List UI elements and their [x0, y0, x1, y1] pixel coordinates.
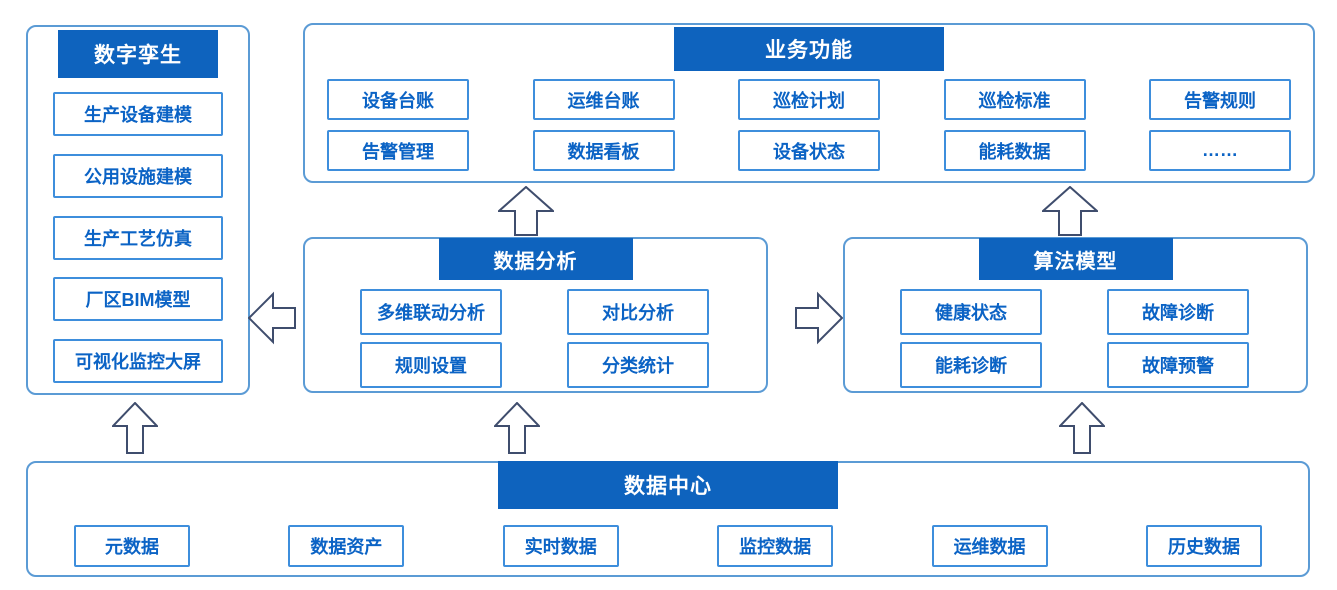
- business-function-item: 巡检计划: [738, 79, 880, 120]
- data-center-item: 元数据: [74, 525, 190, 567]
- panel-title-algorithm-model: 算法模型: [978, 238, 1173, 280]
- digital-twin-items: 生产设备建模 公用设施建模 生产工艺仿真 厂区BIM模型 可视化监控大屏: [28, 92, 248, 383]
- business-function-item: 告警管理: [327, 130, 469, 171]
- data-analysis-item: 分类统计: [567, 342, 709, 388]
- data-analysis-item: 规则设置: [360, 342, 502, 388]
- algorithm-model-items: 健康状态 故障诊断 能耗诊断 故障预警: [900, 289, 1249, 388]
- data-center-item: 实时数据: [502, 525, 619, 567]
- arrow-up-icon: [112, 402, 158, 454]
- business-function-item: 能耗数据: [943, 130, 1086, 171]
- panel-business-functions: 业务功能 设备台账 运维台账 巡检计划 巡检标准 告警规则 告警管理 数据看板 …: [303, 23, 1315, 183]
- data-center-items: 元数据 数据资产 实时数据 监控数据 运维数据 历史数据: [74, 525, 1262, 567]
- data-analysis-item: 对比分析: [567, 289, 709, 335]
- digital-twin-item: 生产工艺仿真: [53, 215, 223, 260]
- business-function-item: 巡检标准: [943, 79, 1086, 120]
- data-center-item: 运维数据: [931, 525, 1048, 567]
- data-analysis-item: 多维联动分析: [360, 289, 502, 335]
- algorithm-model-item: 故障预警: [1107, 342, 1249, 388]
- panel-data-center: 数据中心 元数据 数据资产 实时数据 监控数据 运维数据 历史数据: [26, 461, 1310, 577]
- arrow-up-icon: [1042, 186, 1098, 236]
- arrow-right-icon: [795, 289, 843, 347]
- panel-data-analysis: 数据分析 多维联动分析 对比分析 规则设置 分类统计: [303, 237, 768, 393]
- data-analysis-items: 多维联动分析 对比分析 规则设置 分类统计: [360, 289, 709, 388]
- business-function-item: 数据看板: [532, 130, 675, 171]
- business-function-item: 设备状态: [738, 130, 880, 171]
- arrow-up-icon: [498, 186, 554, 236]
- business-function-item: ……: [1149, 130, 1291, 171]
- digital-twin-item: 公用设施建模: [53, 153, 223, 198]
- algorithm-model-item: 故障诊断: [1107, 289, 1249, 335]
- digital-twin-item: 厂区BIM模型: [53, 277, 223, 322]
- business-function-item: 运维台账: [532, 79, 675, 120]
- arrow-left-icon: [248, 289, 296, 347]
- business-functions-row-1: 设备台账 运维台账 巡检计划 巡检标准 告警规则: [327, 79, 1291, 120]
- data-center-item: 数据资产: [288, 525, 405, 567]
- arrow-up-icon: [494, 402, 540, 454]
- panel-title-business-functions: 业务功能: [674, 27, 944, 71]
- panel-digital-twin: 数字孪生 生产设备建模 公用设施建模 生产工艺仿真 厂区BIM模型 可视化监控大…: [26, 25, 250, 395]
- business-function-item: 设备台账: [327, 79, 469, 120]
- business-functions-row-2: 告警管理 数据看板 设备状态 能耗数据 ……: [327, 130, 1291, 171]
- panel-title-data-center: 数据中心: [498, 461, 838, 509]
- arrow-up-icon: [1059, 402, 1105, 454]
- algorithm-model-item: 能耗诊断: [900, 342, 1042, 388]
- data-center-item: 历史数据: [1145, 525, 1262, 567]
- panel-title-digital-twin: 数字孪生: [58, 30, 218, 78]
- data-center-item: 监控数据: [717, 525, 834, 567]
- digital-twin-item: 可视化监控大屏: [53, 339, 223, 383]
- panel-title-data-analysis: 数据分析: [438, 238, 633, 280]
- digital-twin-item: 生产设备建模: [53, 92, 223, 136]
- business-function-item: 告警规则: [1149, 79, 1291, 120]
- panel-algorithm-model: 算法模型 健康状态 故障诊断 能耗诊断 故障预警: [843, 237, 1308, 393]
- algorithm-model-item: 健康状态: [900, 289, 1042, 335]
